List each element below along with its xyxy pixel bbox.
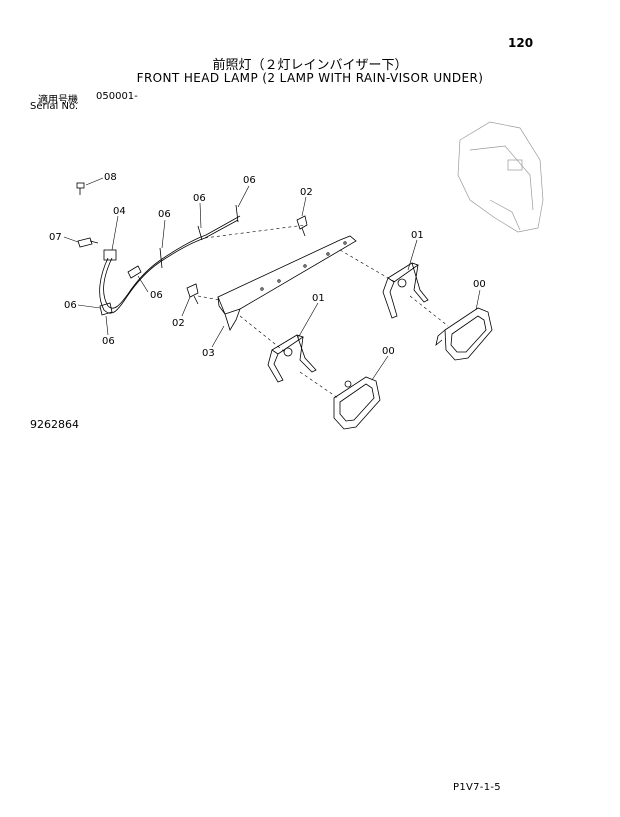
- title-english: FRONT HEAD LAMP (2 LAMP WITH RAIN-VISOR …: [136, 71, 484, 85]
- wire-harness: [99, 204, 241, 316]
- callout-07: 07: [49, 232, 62, 243]
- callout-06-a: 06: [158, 209, 171, 220]
- callout-04: 04: [113, 206, 126, 217]
- bolt-lower: [186, 283, 199, 305]
- alignment-lines: [197, 224, 449, 399]
- head-lamp-upper: [435, 307, 493, 361]
- clamp: [77, 237, 99, 248]
- callout-00-b: 00: [382, 346, 395, 357]
- callout-06-e: 06: [64, 300, 77, 311]
- callout-00-a: 00: [473, 279, 486, 290]
- serial-label-english: Serial No.: [30, 101, 79, 112]
- callout-01-a: 01: [411, 230, 424, 241]
- machine-cab-outline: [457, 121, 544, 233]
- callout-02-a: 02: [300, 187, 313, 198]
- callout-08: 08: [104, 172, 117, 183]
- fastener: [76, 182, 85, 195]
- figure-number: 9262864: [30, 418, 79, 431]
- mounting-bar: [217, 235, 357, 331]
- leader-lines: [63, 177, 481, 381]
- callout-06-f: 06: [102, 336, 115, 347]
- title-japanese: 前照灯（２灯レインバイザー下）: [212, 58, 408, 73]
- callout-labels: 08 04 07 06 06 06 06 06 06 02 02 03 01 0…: [49, 172, 486, 359]
- callout-06-c: 06: [243, 175, 256, 186]
- bolt-upper: [296, 215, 308, 237]
- callout-03: 03: [202, 348, 215, 359]
- serial-label-japanese: 適用号機: [38, 95, 78, 106]
- lamp-bracket-lower: [267, 334, 317, 383]
- callout-01-b: 01: [312, 293, 325, 304]
- lamp-bracket-upper: [382, 262, 429, 319]
- callout-06-b: 06: [193, 193, 206, 204]
- page-number: 120: [508, 36, 534, 50]
- head-lamp-lower: [333, 376, 381, 430]
- callout-02-b: 02: [172, 318, 185, 329]
- serial-number-value: 050001-: [96, 91, 138, 102]
- callout-06-d: 06: [150, 290, 163, 301]
- footer-code: P1V7-1-5: [453, 782, 501, 793]
